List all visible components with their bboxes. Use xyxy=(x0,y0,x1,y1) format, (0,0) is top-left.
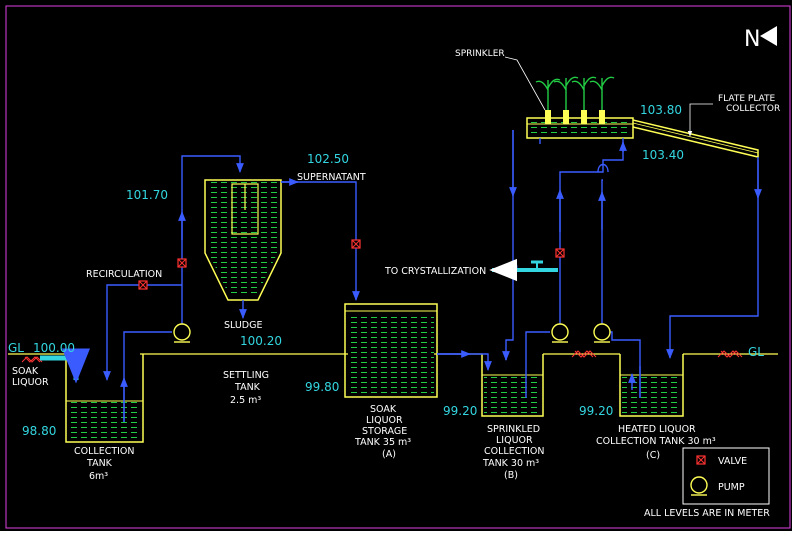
drawing-frame xyxy=(5,5,791,529)
elev-recirculation: 101.70 xyxy=(126,188,168,202)
north-arrow-icon: N xyxy=(744,26,777,52)
label-collector-1: FLATE PLATE xyxy=(718,94,776,104)
elev-settling-top: 102.50 xyxy=(307,152,349,166)
inlet-pipe xyxy=(40,348,90,384)
label-heated-2: COLLECTION TANK 30 m³ xyxy=(596,436,716,447)
svg-text:N: N xyxy=(744,27,760,52)
elev-sprinkled: 99.20 xyxy=(443,404,477,418)
label-storage-1: SOAK xyxy=(370,404,397,415)
legend: VALVE PUMP ALL LEVELS ARE IN METER xyxy=(644,447,770,519)
label-collection-3: 6m³ xyxy=(89,471,108,482)
elev-collection: 98.80 xyxy=(22,424,56,438)
sprinkler-leader xyxy=(504,56,546,111)
ground-label-right: GL xyxy=(748,345,764,359)
label-supernatant: SUPERNATANT xyxy=(297,172,366,183)
pumps xyxy=(173,323,611,343)
elev-storage: 99.80 xyxy=(305,380,339,394)
label-soak-liquor-1: SOAK xyxy=(12,366,39,377)
label-heated-3: (C) xyxy=(646,450,660,461)
label-soak-liquor-2: LIQUOR xyxy=(12,377,49,388)
flat-plate-collector xyxy=(632,119,759,158)
label-collection-2: TANK xyxy=(86,458,113,469)
collector-leader xyxy=(687,103,713,137)
label-sludge: SLUDGE xyxy=(224,320,262,331)
valve-icon xyxy=(555,248,565,258)
elev-heated: 99.20 xyxy=(579,404,613,418)
collection-tank xyxy=(65,354,144,443)
label-sprinkled-2: LIQUOR xyxy=(496,435,533,446)
label-recirculation: RECIRCULATION xyxy=(86,269,162,280)
label-crystallization: TO CRYSTALLIZATION xyxy=(384,266,486,277)
legend-pump-label: PUMP xyxy=(718,482,745,493)
label-sprinkled-4: TANK 30 m³ xyxy=(482,458,539,469)
label-storage-5: (A) xyxy=(382,449,396,460)
label-storage-4: TANK 35 m³ xyxy=(354,437,411,448)
valve-icon xyxy=(177,258,187,268)
crystallization-line xyxy=(489,258,558,282)
storage-tank-a xyxy=(344,303,438,398)
label-settling-1: SETTLING xyxy=(223,370,269,381)
label-sprinkled-5: (B) xyxy=(504,470,518,481)
label-sprinkled-1: SPRINKLED xyxy=(487,424,540,435)
label-sprinkled-3: COLLECTION xyxy=(484,446,545,457)
hatch-icon xyxy=(571,350,597,358)
valve-icon xyxy=(696,455,706,465)
pump-icon xyxy=(593,323,611,343)
label-collection-1: COLLECTION xyxy=(74,446,135,457)
label-settling-3: 2.5 m³ xyxy=(230,395,261,406)
pump-icon xyxy=(690,476,708,496)
pump-icon xyxy=(173,323,191,343)
label-storage-3: STORAGE xyxy=(362,426,407,437)
valve-icon xyxy=(351,239,361,249)
hatch-icon xyxy=(717,350,743,358)
label-storage-2: LIQUOR xyxy=(366,415,403,426)
sprinklers xyxy=(535,76,615,124)
sprinkler-trough xyxy=(526,117,634,139)
label-heated-1: HEATED LIQUOR xyxy=(618,424,696,435)
legend-valve-label: VALVE xyxy=(718,456,747,467)
hatch-icon xyxy=(21,356,43,363)
elev-collector: 103.40 xyxy=(642,148,684,162)
elev-settling-level: 100.20 xyxy=(240,334,282,348)
elev-soak-inlet: 100.00 xyxy=(33,341,75,355)
valves xyxy=(138,239,565,290)
ground-label-left: GL xyxy=(8,341,24,355)
elev-sprinkler: 103.80 xyxy=(640,103,682,117)
label-sprinkler: SPRINKLER xyxy=(455,49,505,59)
label-collector-2: COLLECTOR xyxy=(726,104,780,114)
valve-icon xyxy=(138,280,148,290)
label-settling-2: TANK xyxy=(234,382,261,393)
legend-note: ALL LEVELS ARE IN METER xyxy=(644,508,770,519)
sprinkled-tank-b xyxy=(481,354,544,417)
settling-tank xyxy=(204,179,282,301)
pump-icon xyxy=(551,323,569,343)
